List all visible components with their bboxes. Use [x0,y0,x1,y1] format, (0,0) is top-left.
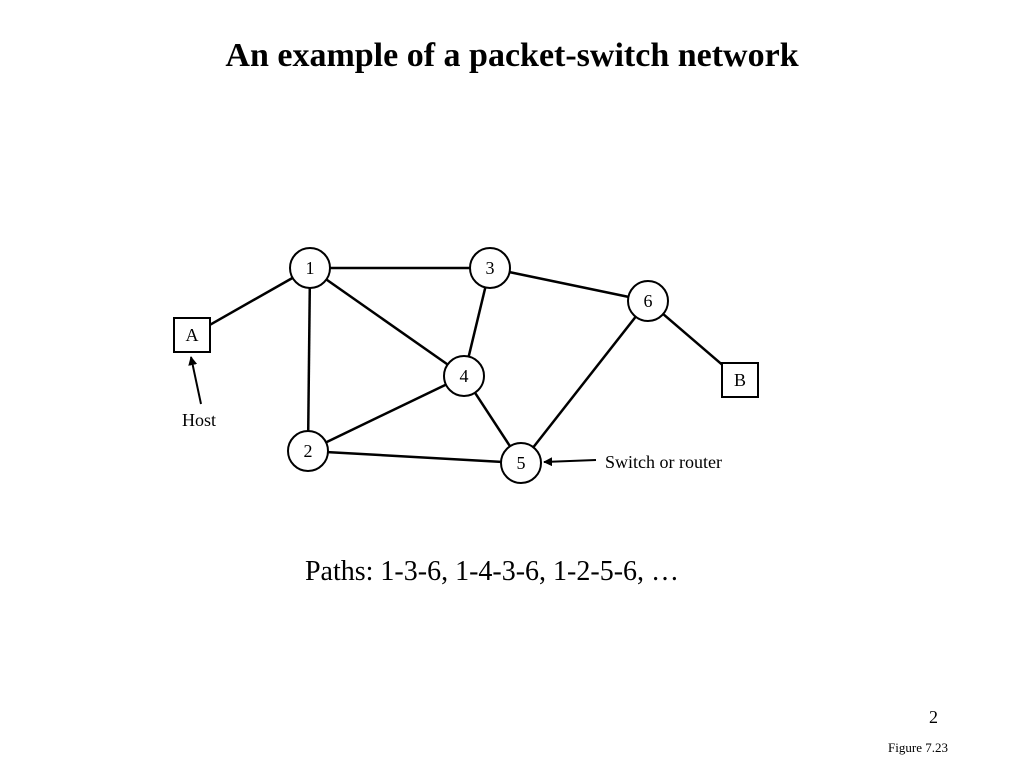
link-1-2 [306,287,312,432]
link-5-6 [532,315,637,449]
switch-label-6: 6 [644,291,653,311]
host-node-A: A [173,317,211,353]
switch-node-4: 4 [443,355,485,397]
switch-circle [627,280,669,322]
switch-circle [469,247,511,289]
switch-node-2: 2 [287,430,329,472]
switch-circle [500,442,542,484]
switch-or-router-annotation: Switch or router [605,452,722,472]
link-A-1 [209,276,294,326]
paths-text: Paths: 1-3-6, 1-4-3-6, 1-2-5-6, … [304,556,680,587]
link-2-5 [327,450,502,464]
switch-node-1: 1 [289,247,331,289]
link-4-5 [473,392,512,447]
link-6-B [662,313,723,366]
host-annotation: Host [182,410,216,430]
link-2-4 [325,383,447,444]
nodes-layer: 1 2 3 4 5 6A B [173,247,759,484]
switch-label-2: 2 [304,441,313,461]
host-pointer-arrow [188,356,202,405]
host-label-B: B [734,370,746,390]
switch-circle [287,430,329,472]
host-box [721,362,759,398]
host-box [173,317,211,353]
switch-label-5: 5 [517,453,526,473]
switch-circle [289,247,331,289]
switch-circle [443,355,485,397]
figure-label: Figure 7.23 [888,740,948,755]
switch-label-3: 3 [486,258,495,278]
slide-title: An example of a packet-switch network [225,37,799,74]
links-layer [209,266,723,464]
switch-node-5: 5 [500,442,542,484]
switch-label-4: 4 [460,366,469,386]
switch-label-1: 1 [306,258,315,278]
link-1-4 [325,278,449,366]
slide-number: 2 [929,707,938,727]
host-node-B: B [721,362,759,398]
switch-pointer-arrow [543,457,597,467]
switch-node-6: 6 [627,280,669,322]
host-label-A: A [186,325,199,345]
link-3-4 [467,287,487,357]
link-3-6 [509,270,629,299]
switch-node-3: 3 [469,247,511,289]
